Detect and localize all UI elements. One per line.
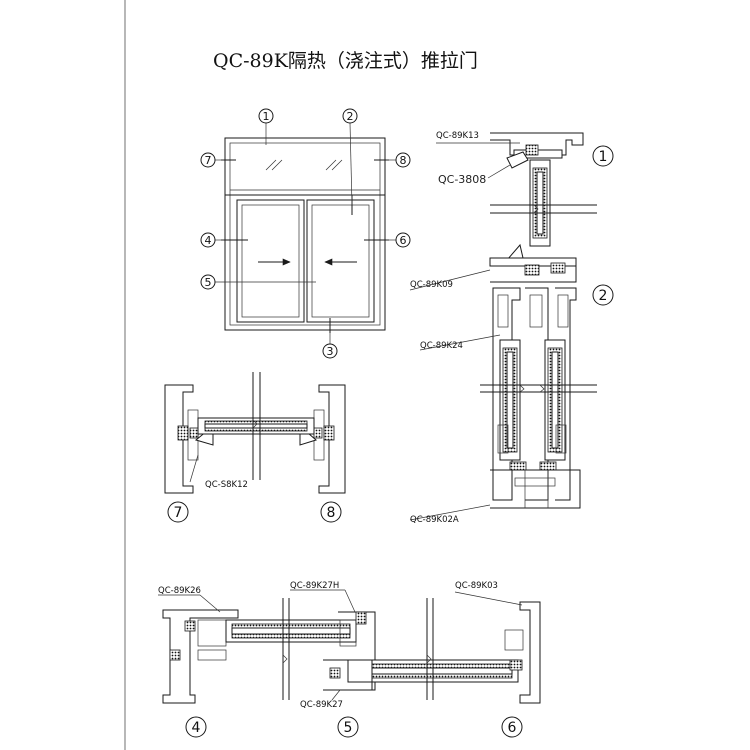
section-4-label: 4 [192, 720, 201, 736]
vertical-section [409, 132, 597, 521]
marker-2-label: 2 [347, 110, 354, 123]
marker-5 [200, 274, 216, 290]
section-8-label: 8 [327, 505, 336, 521]
marker-7 [200, 152, 216, 168]
label-k03: QC-89K03 [455, 581, 498, 591]
label-k09: QC-89K09 [410, 280, 453, 290]
label-k02a: QC-89K02A [410, 515, 459, 525]
section-7-marker [167, 501, 189, 523]
label-k26: QC-89K26 [158, 586, 201, 596]
marker-8-label: 8 [400, 154, 407, 167]
label-k27h: QC-89K27H [290, 581, 339, 591]
marker-4 [200, 232, 216, 248]
section-2-label: 2 [599, 288, 608, 304]
section-4-marker [185, 716, 207, 738]
marker-1-label: 1 [263, 110, 270, 123]
section-2-marker [592, 284, 614, 306]
marker-1 [258, 108, 274, 124]
marker-7-label: 7 [205, 154, 212, 167]
label-k24: QC-89K24 [420, 341, 463, 351]
section-4-5-6 [158, 589, 541, 704]
marker-8 [395, 152, 411, 168]
sash-columns [480, 287, 597, 501]
section-1-marker [592, 145, 614, 167]
label-3808: QC-3808 [438, 173, 486, 186]
door-elevation [215, 122, 396, 344]
marker-6 [395, 232, 411, 248]
sheet-title: QC-89K隔热（浇注式）推拉门 [213, 50, 478, 72]
marker-2 [342, 108, 358, 124]
marker-6-label: 6 [400, 234, 407, 247]
section-6-label: 6 [508, 720, 517, 736]
section-1-label: 1 [599, 149, 608, 165]
section-7-label: 7 [174, 505, 183, 521]
label-s8k12: QC-S8K12 [205, 480, 248, 490]
section-6-marker [501, 716, 523, 738]
marker-3-label: 3 [327, 345, 334, 358]
elevation-markers: 1 2 3 4 5 6 7 8 [200, 108, 411, 359]
section-5-marker [337, 716, 359, 738]
marker-5-label: 5 [205, 276, 212, 289]
section-7-8 [164, 372, 346, 494]
section-5-label: 5 [344, 720, 353, 736]
marker-3 [322, 343, 338, 359]
label-k27: QC-89K27 [300, 700, 343, 710]
section-8-marker [320, 501, 342, 523]
marker-4-label: 4 [205, 234, 212, 247]
label-k13: QC-89K13 [436, 131, 479, 141]
